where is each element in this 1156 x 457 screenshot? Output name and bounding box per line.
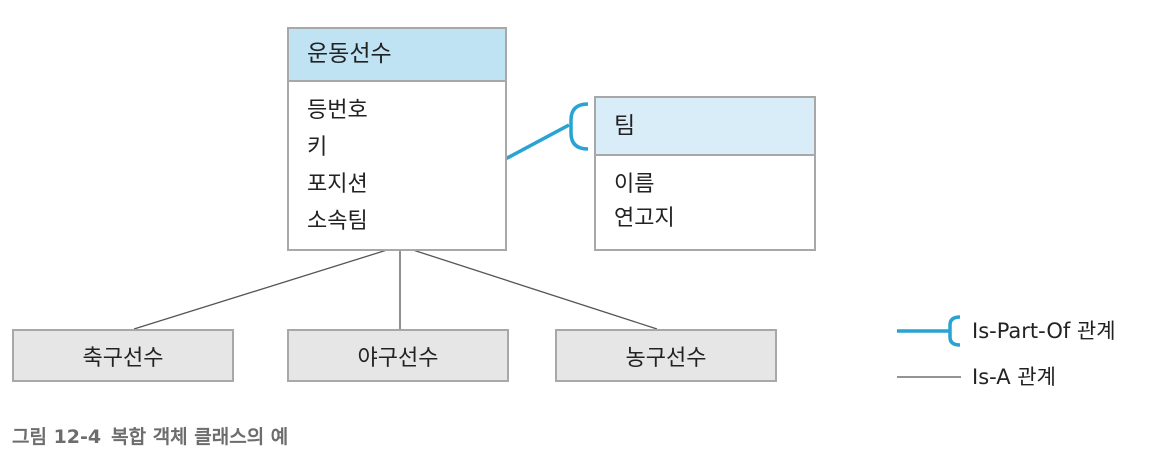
subclass-baseball: 야구선수	[287, 329, 509, 382]
attribute-number: 등번호	[307, 98, 368, 123]
class-box-team: 팀 이름 연고지	[594, 96, 816, 251]
figure-caption: 그림 12-4 복합 객체 클래스의 예	[12, 422, 288, 449]
team-title: 팀	[614, 112, 636, 139]
athlete-attributes: 등번호 키 포지션 소속팀	[289, 82, 505, 240]
legend-part-of-label: Is-Part-Of 관계	[972, 319, 1116, 343]
legend-part-of-bracket	[948, 315, 961, 347]
attribute-team: 소속팀	[307, 209, 368, 234]
attribute-name: 이름	[614, 172, 655, 197]
athlete-title: 운동선수	[307, 41, 392, 67]
subclass-basketball: 농구선수	[555, 329, 777, 382]
class-title-athlete: 운동선수	[289, 29, 505, 82]
part-of-bracket	[569, 102, 589, 151]
team-attributes: 이름 연고지	[596, 156, 814, 236]
subclass-baseball-label: 야구선수	[357, 345, 439, 371]
attribute-position: 포지션	[307, 172, 368, 197]
caption-title: 복합 객체 클래스의 예	[111, 426, 289, 448]
is-a-line-soccer	[133, 249, 388, 330]
subclass-soccer-label: 축구선수	[82, 345, 164, 371]
subclass-soccer: 축구선수	[12, 329, 234, 382]
caption-label: 그림 12-4	[12, 426, 102, 448]
attribute-hometown: 연고지	[614, 206, 675, 231]
class-title-team: 팀	[596, 98, 814, 156]
attribute-height: 키	[307, 135, 328, 160]
class-box-athlete: 운동선수 등번호 키 포지션 소속팀	[287, 27, 507, 251]
subclass-basketball-label: 농구선수	[625, 345, 707, 371]
is-a-line-basketball	[412, 249, 658, 330]
legend-is-a-label: Is-A 관계	[972, 365, 1056, 389]
